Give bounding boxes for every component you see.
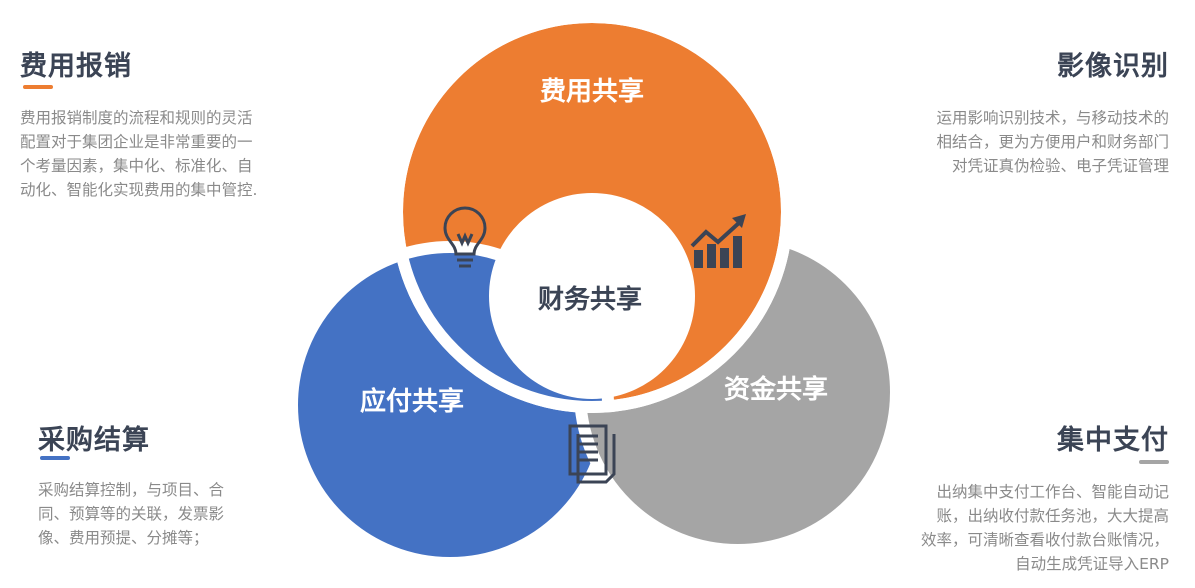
image-title: 影像识别 xyxy=(1057,51,1169,82)
desc-line: 出纳集中支付工作台、智能自动记 xyxy=(936,483,1169,501)
image-description: 运用影响识别技术，与移动技术的 相结合，更为方便用户和财务部门 对凭证真伪检验、… xyxy=(936,106,1169,178)
growth-chart-icon xyxy=(690,214,746,268)
lightbulb-icon xyxy=(443,206,487,268)
purchase-underline xyxy=(40,456,70,460)
desc-line: 个考量因素，集中化、标准化、自 xyxy=(20,157,253,175)
desc-line: 采购结算控制，与项目、合 xyxy=(38,481,225,499)
label-top: 费用共享 xyxy=(540,76,644,107)
payment-title: 集中支付 xyxy=(1057,425,1169,456)
label-center: 财务共享 xyxy=(538,284,642,315)
desc-line: 效率，可清晰查看收付款台账情况， xyxy=(920,531,1169,549)
document-icon xyxy=(568,424,616,484)
desc-line: 运用影响识别技术，与移动技术的 xyxy=(936,109,1169,127)
desc-line: 配置对于集团企业是非常重要的一 xyxy=(20,133,253,151)
desc-line: 相结合，更为方便用户和财务部门 xyxy=(936,133,1169,151)
desc-line: 同、预算等的关联，发票影 xyxy=(38,505,225,523)
purchase-title: 采购结算 xyxy=(38,425,150,456)
desc-line: 对凭证真伪检验、电子凭证管理 xyxy=(951,157,1169,175)
expense-title: 费用报销 xyxy=(20,51,132,82)
desc-line: 账，出纳收付款任务池，大大提高 xyxy=(936,507,1169,525)
expense-description: 费用报销制度的流程和规则的灵活 配置对于集团企业是非常重要的一 个考量因素，集中… xyxy=(20,106,257,202)
payment-description: 出纳集中支付工作台、智能自动记 账，出纳收付款任务池，大大提高 效率，可清晰查看… xyxy=(921,480,1169,576)
payment-underline xyxy=(1139,460,1169,464)
desc-line: 像、费用预提、分摊等； xyxy=(38,529,209,547)
desc-line: 费用报销制度的流程和规则的灵活 xyxy=(20,109,253,127)
label-right: 资金共享 xyxy=(724,374,828,405)
desc-line: 动化、智能化实现费用的集中管控. xyxy=(20,181,258,199)
label-left: 应付共享 xyxy=(360,386,464,417)
purchase-description: 采购结算控制，与项目、合 同、预算等的关联，发票影 像、费用预提、分摊等； xyxy=(38,478,224,550)
center-circle xyxy=(489,193,695,399)
desc-line: 自动生成凭证导入ERP xyxy=(1015,555,1169,573)
expense-underline xyxy=(23,85,53,89)
